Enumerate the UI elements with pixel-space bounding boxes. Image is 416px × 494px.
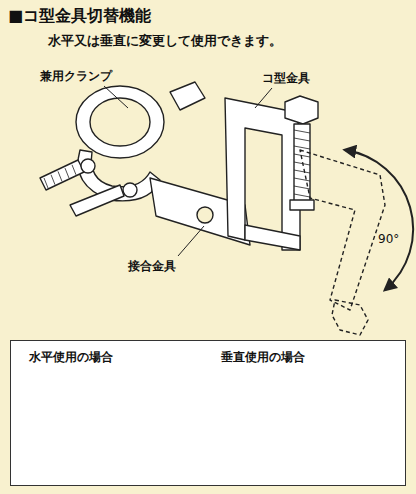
thread-stroke — [44, 178, 48, 188]
panel-heading: 垂直使用の場合 — [221, 349, 305, 366]
panel-heading: 水平使用の場合 — [29, 349, 113, 366]
thread-stroke — [294, 130, 310, 133]
thread-stroke — [294, 186, 310, 189]
thread-stroke — [294, 178, 310, 181]
thread-stroke — [65, 168, 69, 178]
thread-stroke — [294, 154, 310, 157]
thread-stroke — [294, 194, 310, 197]
thread-stroke — [294, 162, 310, 165]
thread-stroke — [294, 170, 310, 173]
angle-label: 90° — [378, 232, 399, 246]
figure-panel: 水平使用の場合 垂直使用の場合 — [10, 340, 406, 486]
part-name: コ型金具 — [262, 70, 310, 87]
thread-stroke — [294, 138, 310, 141]
part-name: 兼用クランプ — [40, 68, 112, 85]
title: ■コ型金具切替機能 — [8, 6, 151, 27]
thread-stroke — [72, 165, 76, 175]
thread-stroke — [294, 146, 310, 149]
part-name: 接合金具 — [128, 258, 176, 275]
subtitle: 水平又は垂直に変更して使用できます。 — [48, 32, 282, 50]
thread-stroke — [58, 171, 62, 181]
thread-stroke — [51, 175, 55, 185]
